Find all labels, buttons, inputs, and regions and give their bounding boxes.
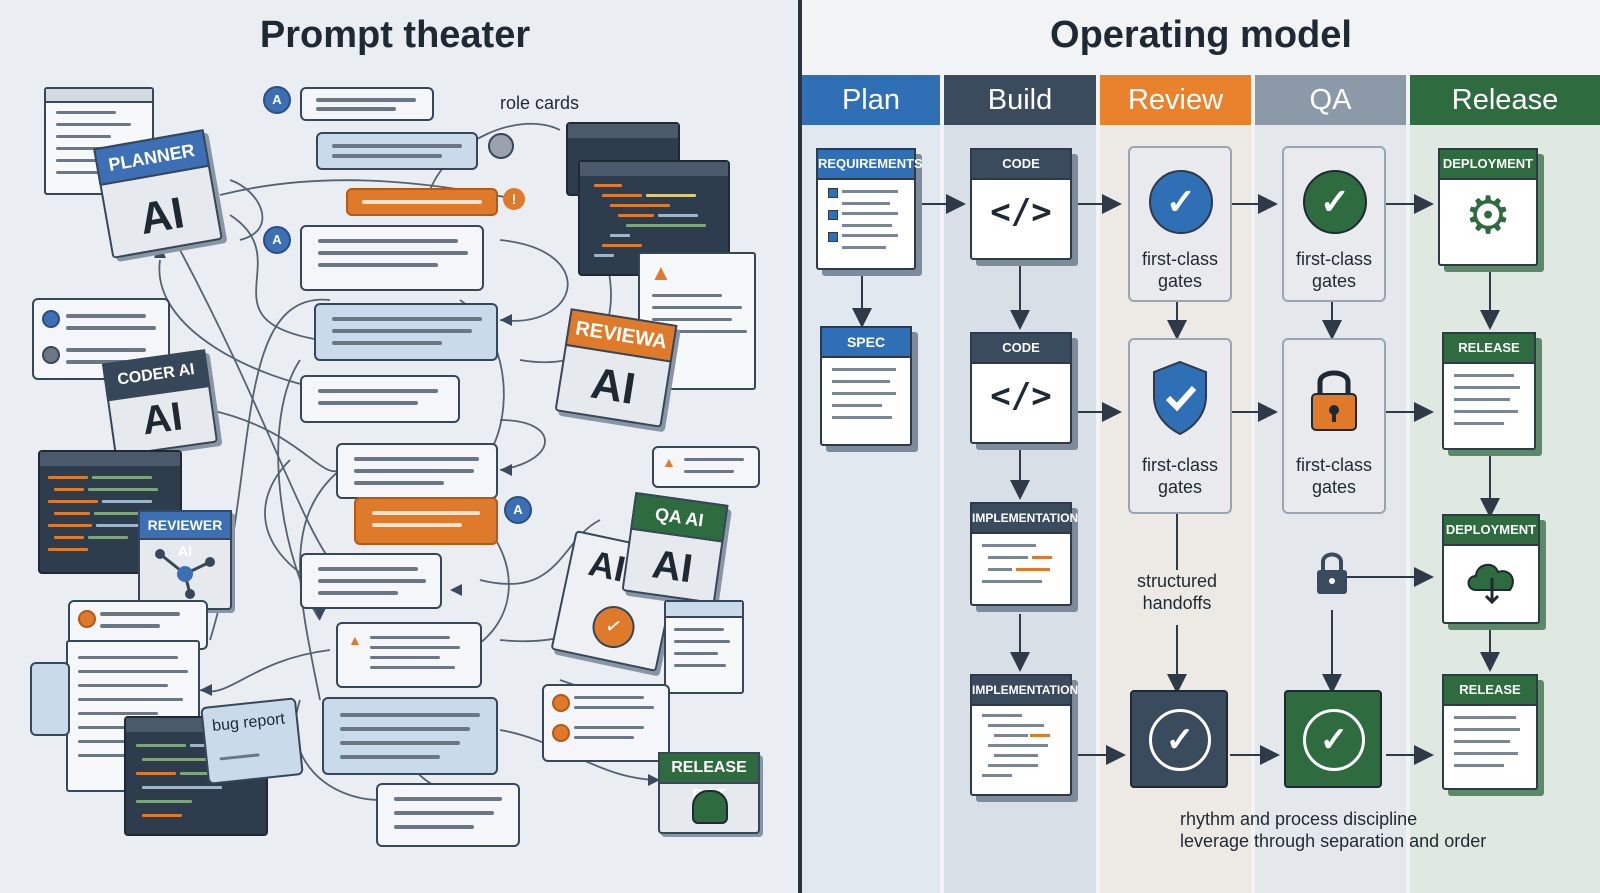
column-header-plan: Plan <box>802 75 940 125</box>
shield-check-icon <box>1153 360 1207 436</box>
warning-bubble: ▲ <box>652 446 760 488</box>
code-modules-label: CODE MODULES <box>970 332 1072 383</box>
chat-bubble <box>316 132 478 170</box>
footer-caption-2: leverage through separation and order <box>1180 831 1487 851</box>
coder-role-card[interactable]: CODER AI AI <box>101 349 219 457</box>
reviewer-role-card[interactable]: REVIEWER AI <box>138 510 232 610</box>
avatar-icon: A <box>504 496 532 524</box>
bug-report-note: bug report <box>200 697 304 785</box>
reviewer-ai-role-card[interactable]: REVIEWA AI <box>554 308 678 428</box>
flow-arrows <box>852 194 1500 765</box>
coder-card-ai: AI <box>139 394 186 444</box>
panel-divider <box>798 0 802 893</box>
column-header-qa: QA <box>1255 75 1406 125</box>
column-header-release: Release <box>1410 75 1600 125</box>
code-brackets-icon: </> <box>990 192 1052 232</box>
implementation-doc[interactable]: IMPLEMENTATION <box>970 674 1078 796</box>
microphone-icon <box>488 133 514 159</box>
warning-icon: ▲ <box>650 260 672 285</box>
gate-label: first-class gates <box>1142 455 1218 497</box>
alert-icon: ! <box>503 188 525 210</box>
planner-role-card[interactable]: PLANNER AI <box>93 129 223 259</box>
check-circle-icon: ✓ <box>1303 709 1365 771</box>
network-icon <box>155 549 215 599</box>
implementation-doc[interactable]: IMPLEMENTATION <box>970 502 1078 606</box>
deployment-label: DEPLOYMENT <box>1442 514 1540 546</box>
gate-label: first-class gates <box>1296 249 1372 291</box>
release-bot-label: RELEASE BOT <box>658 752 760 804</box>
code-brackets-icon: </> <box>990 376 1052 416</box>
small-lock-icon <box>1317 552 1347 594</box>
requirements-doc[interactable]: REQUIREMENTS <box>816 148 923 270</box>
task-list-bubble <box>542 684 670 762</box>
gear-icon: ⚙ <box>1464 187 1512 245</box>
code-modules-label: CODE MODULES <box>970 148 1072 199</box>
chat-bubble <box>300 225 484 291</box>
deployment-label: DEPLOYMENT <box>1438 148 1538 180</box>
release-log-doc[interactable]: RELEASE LOG <box>1442 674 1538 790</box>
chat-bubble <box>300 375 460 423</box>
chat-bubble <box>336 443 498 499</box>
code-modules-box[interactable]: CODE MODULES </> <box>970 332 1072 444</box>
avatar-icon: A <box>263 226 291 254</box>
check-circle-icon: ✓ <box>1303 170 1367 234</box>
release-log-label: RELEASE LOG <box>1442 674 1538 725</box>
qa-final-gate: ✓ <box>1284 690 1382 788</box>
qa-role-card[interactable]: QA AI AI <box>621 491 729 605</box>
operating-model-title: Operating model <box>1050 14 1352 56</box>
structured-handoffs-caption: structured handoffs <box>1136 571 1218 613</box>
role-cards-annotation: role cards <box>500 93 580 113</box>
prompt-theater-panel: Prompt theater <box>0 0 798 893</box>
release-log-label: RELEASE LOG <box>1442 332 1536 383</box>
chat-bubble <box>314 303 498 361</box>
chat-bubble-orange <box>346 188 498 216</box>
bug-report-label: bug report <box>211 710 286 736</box>
chat-bubble-orange <box>354 497 498 545</box>
column-header-review: Review <box>1100 75 1251 125</box>
review-gate: first-class gates <box>1128 338 1232 514</box>
doc-window-3 <box>664 600 744 694</box>
check-circle-icon: ✓ <box>1149 170 1213 234</box>
reviewer-orange-ai: AI <box>587 358 639 414</box>
implementation-label: IMPLEMENTATION <box>970 674 1078 706</box>
code-modules-box[interactable]: CODE MODULES </> <box>970 148 1072 260</box>
gate-label: first-class gates <box>1142 249 1218 291</box>
planner-card-ai: AI <box>135 188 188 245</box>
lock-icon <box>1311 370 1357 431</box>
qa-gate: first-class gates <box>1282 338 1386 514</box>
check-circle-icon: ✓ <box>1149 709 1211 771</box>
avatar-icon: A <box>263 86 291 114</box>
warning-icon: ▲ <box>662 454 676 470</box>
footer-caption-1: rhythm and process discipline <box>1180 809 1418 829</box>
operating-model-panel: Operating model Plan Build Review QA Rel… <box>802 0 1600 893</box>
qa-gate: ✓ first-class gates <box>1282 146 1386 302</box>
approve-check-icon: ✓ <box>588 602 639 652</box>
review-final-gate: ✓ <box>1130 690 1228 788</box>
requirements-label: REQUIREMENTS <box>816 148 923 180</box>
qa-card-ai: AI <box>649 542 696 592</box>
implementation-label: IMPLEMENTATION <box>970 502 1078 534</box>
column-header-build: Build <box>944 75 1096 125</box>
chat-bubble <box>300 87 434 121</box>
chat-bubble-warning: ▲ <box>336 622 482 688</box>
spec-doc[interactable]: SPEC <box>820 326 912 446</box>
spec-label: SPEC <box>820 326 912 358</box>
deployment-box[interactable]: DEPLOYMENT ⚙ <box>1438 148 1538 266</box>
side-bubble <box>30 662 70 736</box>
chat-bubble <box>376 783 520 847</box>
warning-icon: ▲ <box>348 632 362 648</box>
cloud-upload-icon <box>1467 563 1514 605</box>
deployment-box[interactable]: DEPLOYMENT <box>1442 514 1540 624</box>
gate-label: first-class gates <box>1296 455 1372 497</box>
robot-icon <box>692 790 728 824</box>
chat-bubble <box>300 553 442 609</box>
reviewer-card-label: REVIEWER AI <box>138 510 232 559</box>
prompt-theater-title: Prompt theater <box>259 14 531 56</box>
review-gate: ✓ first-class gates <box>1128 146 1232 302</box>
release-bot-card[interactable]: RELEASE BOT <box>658 752 760 834</box>
release-log-doc[interactable]: RELEASE LOG <box>1442 332 1536 450</box>
chat-bubble <box>322 697 498 775</box>
